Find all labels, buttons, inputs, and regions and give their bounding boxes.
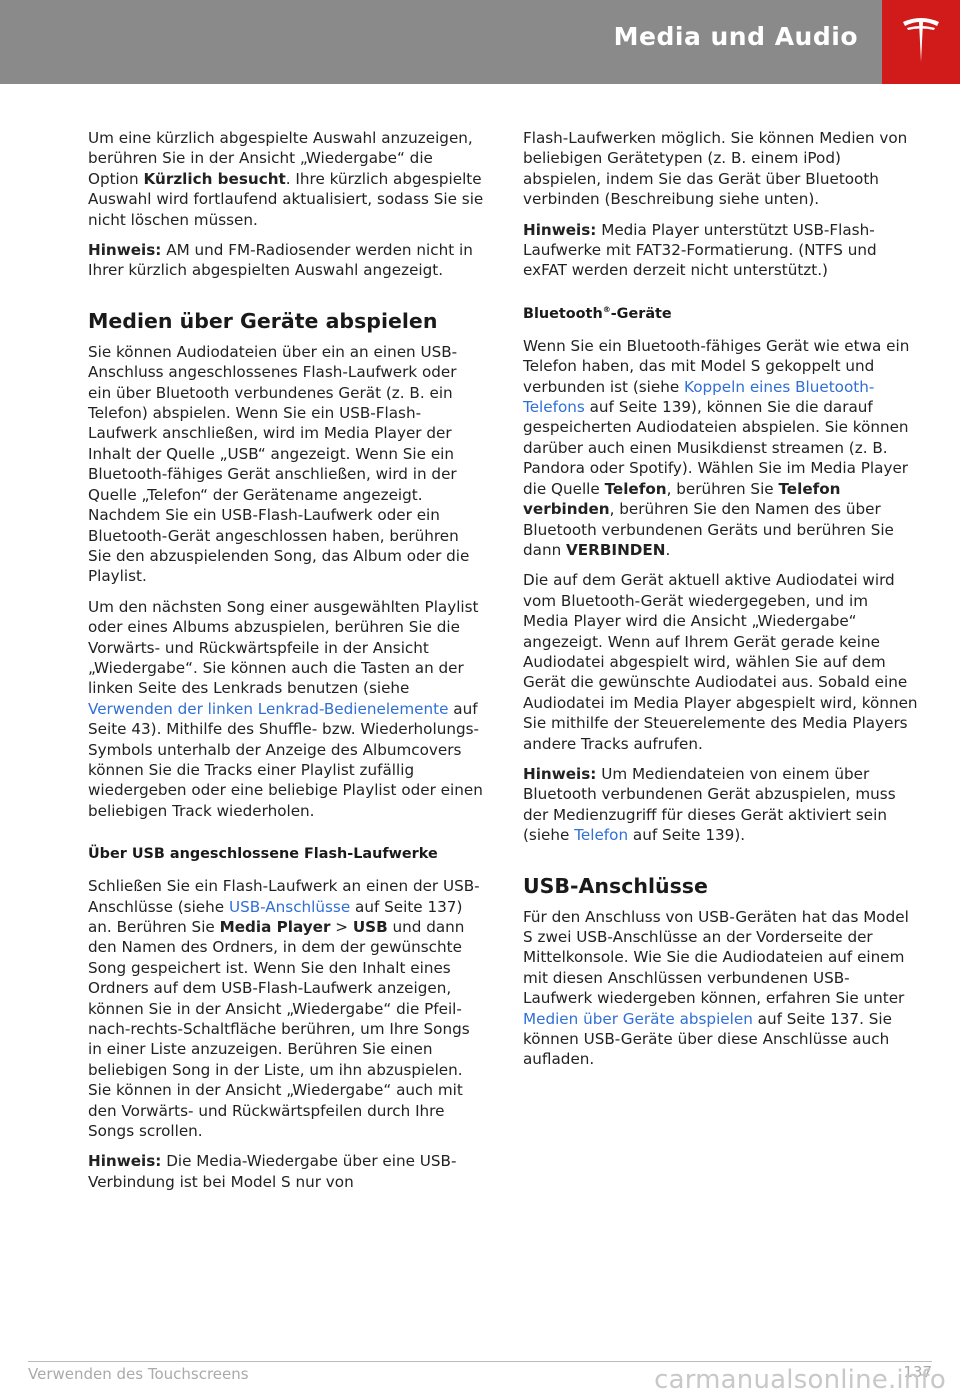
watermark: carmanualsonline.info <box>654 1365 946 1395</box>
link-medien[interactable]: Medien über Geräte abspielen <box>523 1009 753 1028</box>
paragraph: Um eine kürzlich abgespielte Auswahl anz… <box>88 129 484 229</box>
paragraph: Wenn Sie ein Bluetooth-fähiges Gerät wie… <box>523 336 910 559</box>
left-column: Um eine kürzlich abgespielte Auswahl anz… <box>88 128 484 1202</box>
note: Hinweis: Die Media-Wiedergabe über eine … <box>88 1152 457 1191</box>
paragraph: Um den nächsten Song einer ausgewählten … <box>88 597 483 820</box>
note: Hinweis: Um Mediendateien von einem über… <box>523 764 896 845</box>
heading-usb: USB-Anschlüsse <box>523 873 708 898</box>
footer-divider <box>28 1361 932 1362</box>
page-number: 137 <box>903 1363 932 1381</box>
note: Hinweis: Media Player unterstützt USB-Fl… <box>523 220 877 280</box>
paragraph: Flash-Laufwerken möglich. Sie können Med… <box>523 129 908 209</box>
note: Hinweis: AM und FM-Radiosender werden ni… <box>88 241 473 280</box>
paragraph: Für den Anschluss von USB-Geräten hat da… <box>523 907 909 1069</box>
logo-box <box>882 0 960 84</box>
link-usb-anschluesse[interactable]: USB-Anschlüsse <box>228 897 351 916</box>
heading-usb-flash: Über USB angeschlossene Flash-Laufwerke <box>88 846 438 863</box>
page-title: Media und Audio <box>613 22 858 51</box>
header-bar: Media und Audio <box>0 0 882 84</box>
link-telefon[interactable]: Telefon <box>574 826 629 845</box>
paragraph: Sie können Audiodateien über ein an eine… <box>88 342 470 586</box>
footer-section: Verwenden des Touchscreens <box>28 1365 249 1383</box>
heading-bluetooth: Bluetooth®-Geräte <box>523 305 672 322</box>
paragraph: Schließen Sie ein Flash-Laufwerk an eine… <box>88 877 480 1141</box>
right-column: Flash-Laufwerken möglich. Sie können Med… <box>523 128 918 1080</box>
tesla-logo-icon <box>903 18 939 62</box>
paragraph: Die auf dem Gerät aktuell aktive Audioda… <box>523 571 918 753</box>
link-lenkrad[interactable]: Verwenden der linken Lenkrad-Bedieneleme… <box>88 699 449 718</box>
heading-medien: Medien über Geräte abspielen <box>88 308 438 333</box>
link-koppeln[interactable]: Koppeln eines Bluetooth-Telefons <box>523 377 875 417</box>
